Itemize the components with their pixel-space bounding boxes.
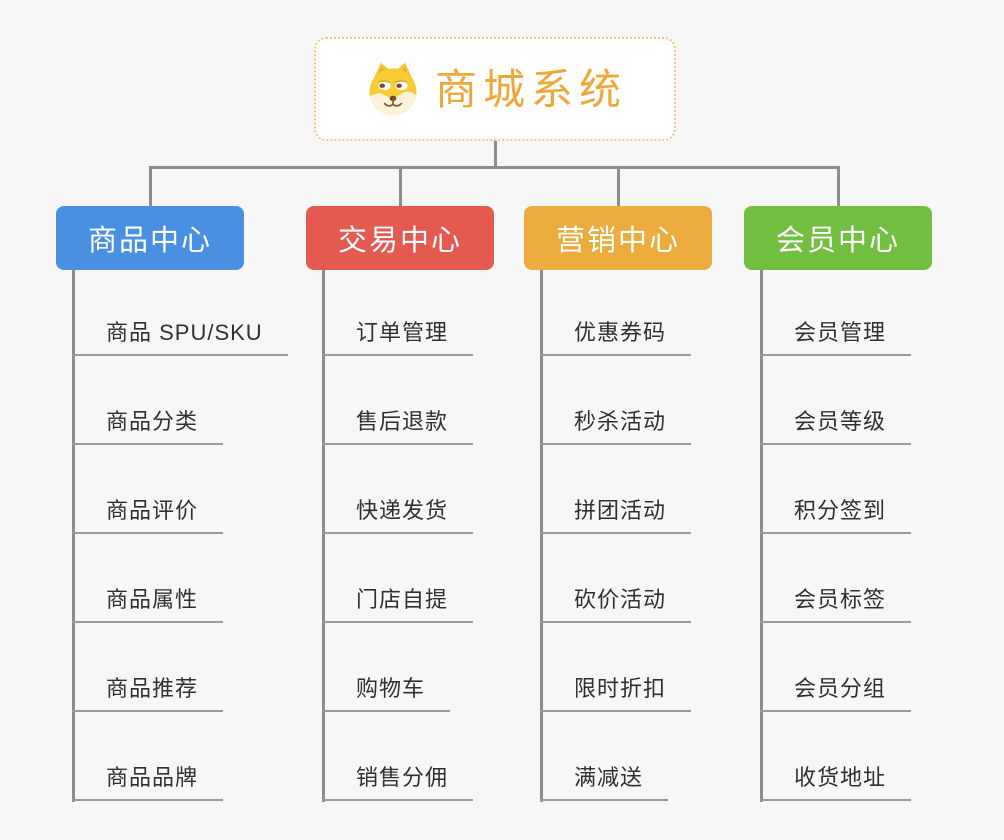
branch-spine <box>322 270 325 802</box>
leaf-topic[interactable]: 商品品牌 <box>72 763 224 801</box>
connector-stem <box>494 141 497 166</box>
leaf-topic[interactable]: 会员分组 <box>760 674 912 712</box>
leaf-topic[interactable]: 快递发货 <box>322 496 474 534</box>
connector-drop <box>837 166 840 206</box>
leaf-topic[interactable]: 订单管理 <box>322 318 474 356</box>
leaf-topic[interactable]: 商品 SPU/SKU <box>72 318 288 356</box>
connector-rail <box>149 166 840 169</box>
doge-face-icon <box>369 62 417 116</box>
connector-drop <box>399 166 402 206</box>
leaf-topic[interactable]: 积分签到 <box>760 496 912 534</box>
leaf-topic[interactable]: 会员等级 <box>760 407 912 445</box>
leaf-topic[interactable]: 售后退款 <box>322 407 474 445</box>
leaf-topic[interactable]: 商品评价 <box>72 496 224 534</box>
leaf-topic[interactable]: 收货地址 <box>760 763 912 801</box>
leaf-topic[interactable]: 销售分佣 <box>322 763 474 801</box>
leaf-topic[interactable]: 拼团活动 <box>540 496 692 534</box>
connector-drop <box>149 166 152 206</box>
connector-drop <box>617 166 620 206</box>
branch-node-4[interactable]: 会员中心 <box>744 206 932 270</box>
leaf-topic[interactable]: 门店自提 <box>322 585 474 623</box>
leaf-topic[interactable]: 商品推荐 <box>72 674 224 712</box>
root-node[interactable]: 商城系统 <box>314 37 676 141</box>
leaf-topic[interactable]: 会员管理 <box>760 318 912 356</box>
leaf-topic[interactable]: 优惠券码 <box>540 318 692 356</box>
leaf-topic[interactable]: 商品属性 <box>72 585 224 623</box>
leaf-topic[interactable]: 满减送 <box>540 763 669 801</box>
branch-spine <box>540 270 543 802</box>
branch-node-2[interactable]: 交易中心 <box>306 206 494 270</box>
branch-node-1[interactable]: 商品中心 <box>56 206 244 270</box>
leaf-topic[interactable]: 砍价活动 <box>540 585 692 623</box>
root-title: 商城系统 <box>434 66 627 113</box>
leaf-topic[interactable]: 秒杀活动 <box>540 407 692 445</box>
leaf-topic[interactable]: 限时折扣 <box>540 674 692 712</box>
branch-node-3[interactable]: 营销中心 <box>524 206 712 270</box>
leaf-topic[interactable]: 购物车 <box>322 674 451 712</box>
branch-spine <box>72 270 75 802</box>
branch-spine <box>760 270 763 802</box>
leaf-topic[interactable]: 商品分类 <box>72 407 224 445</box>
leaf-topic[interactable]: 会员标签 <box>760 585 912 623</box>
